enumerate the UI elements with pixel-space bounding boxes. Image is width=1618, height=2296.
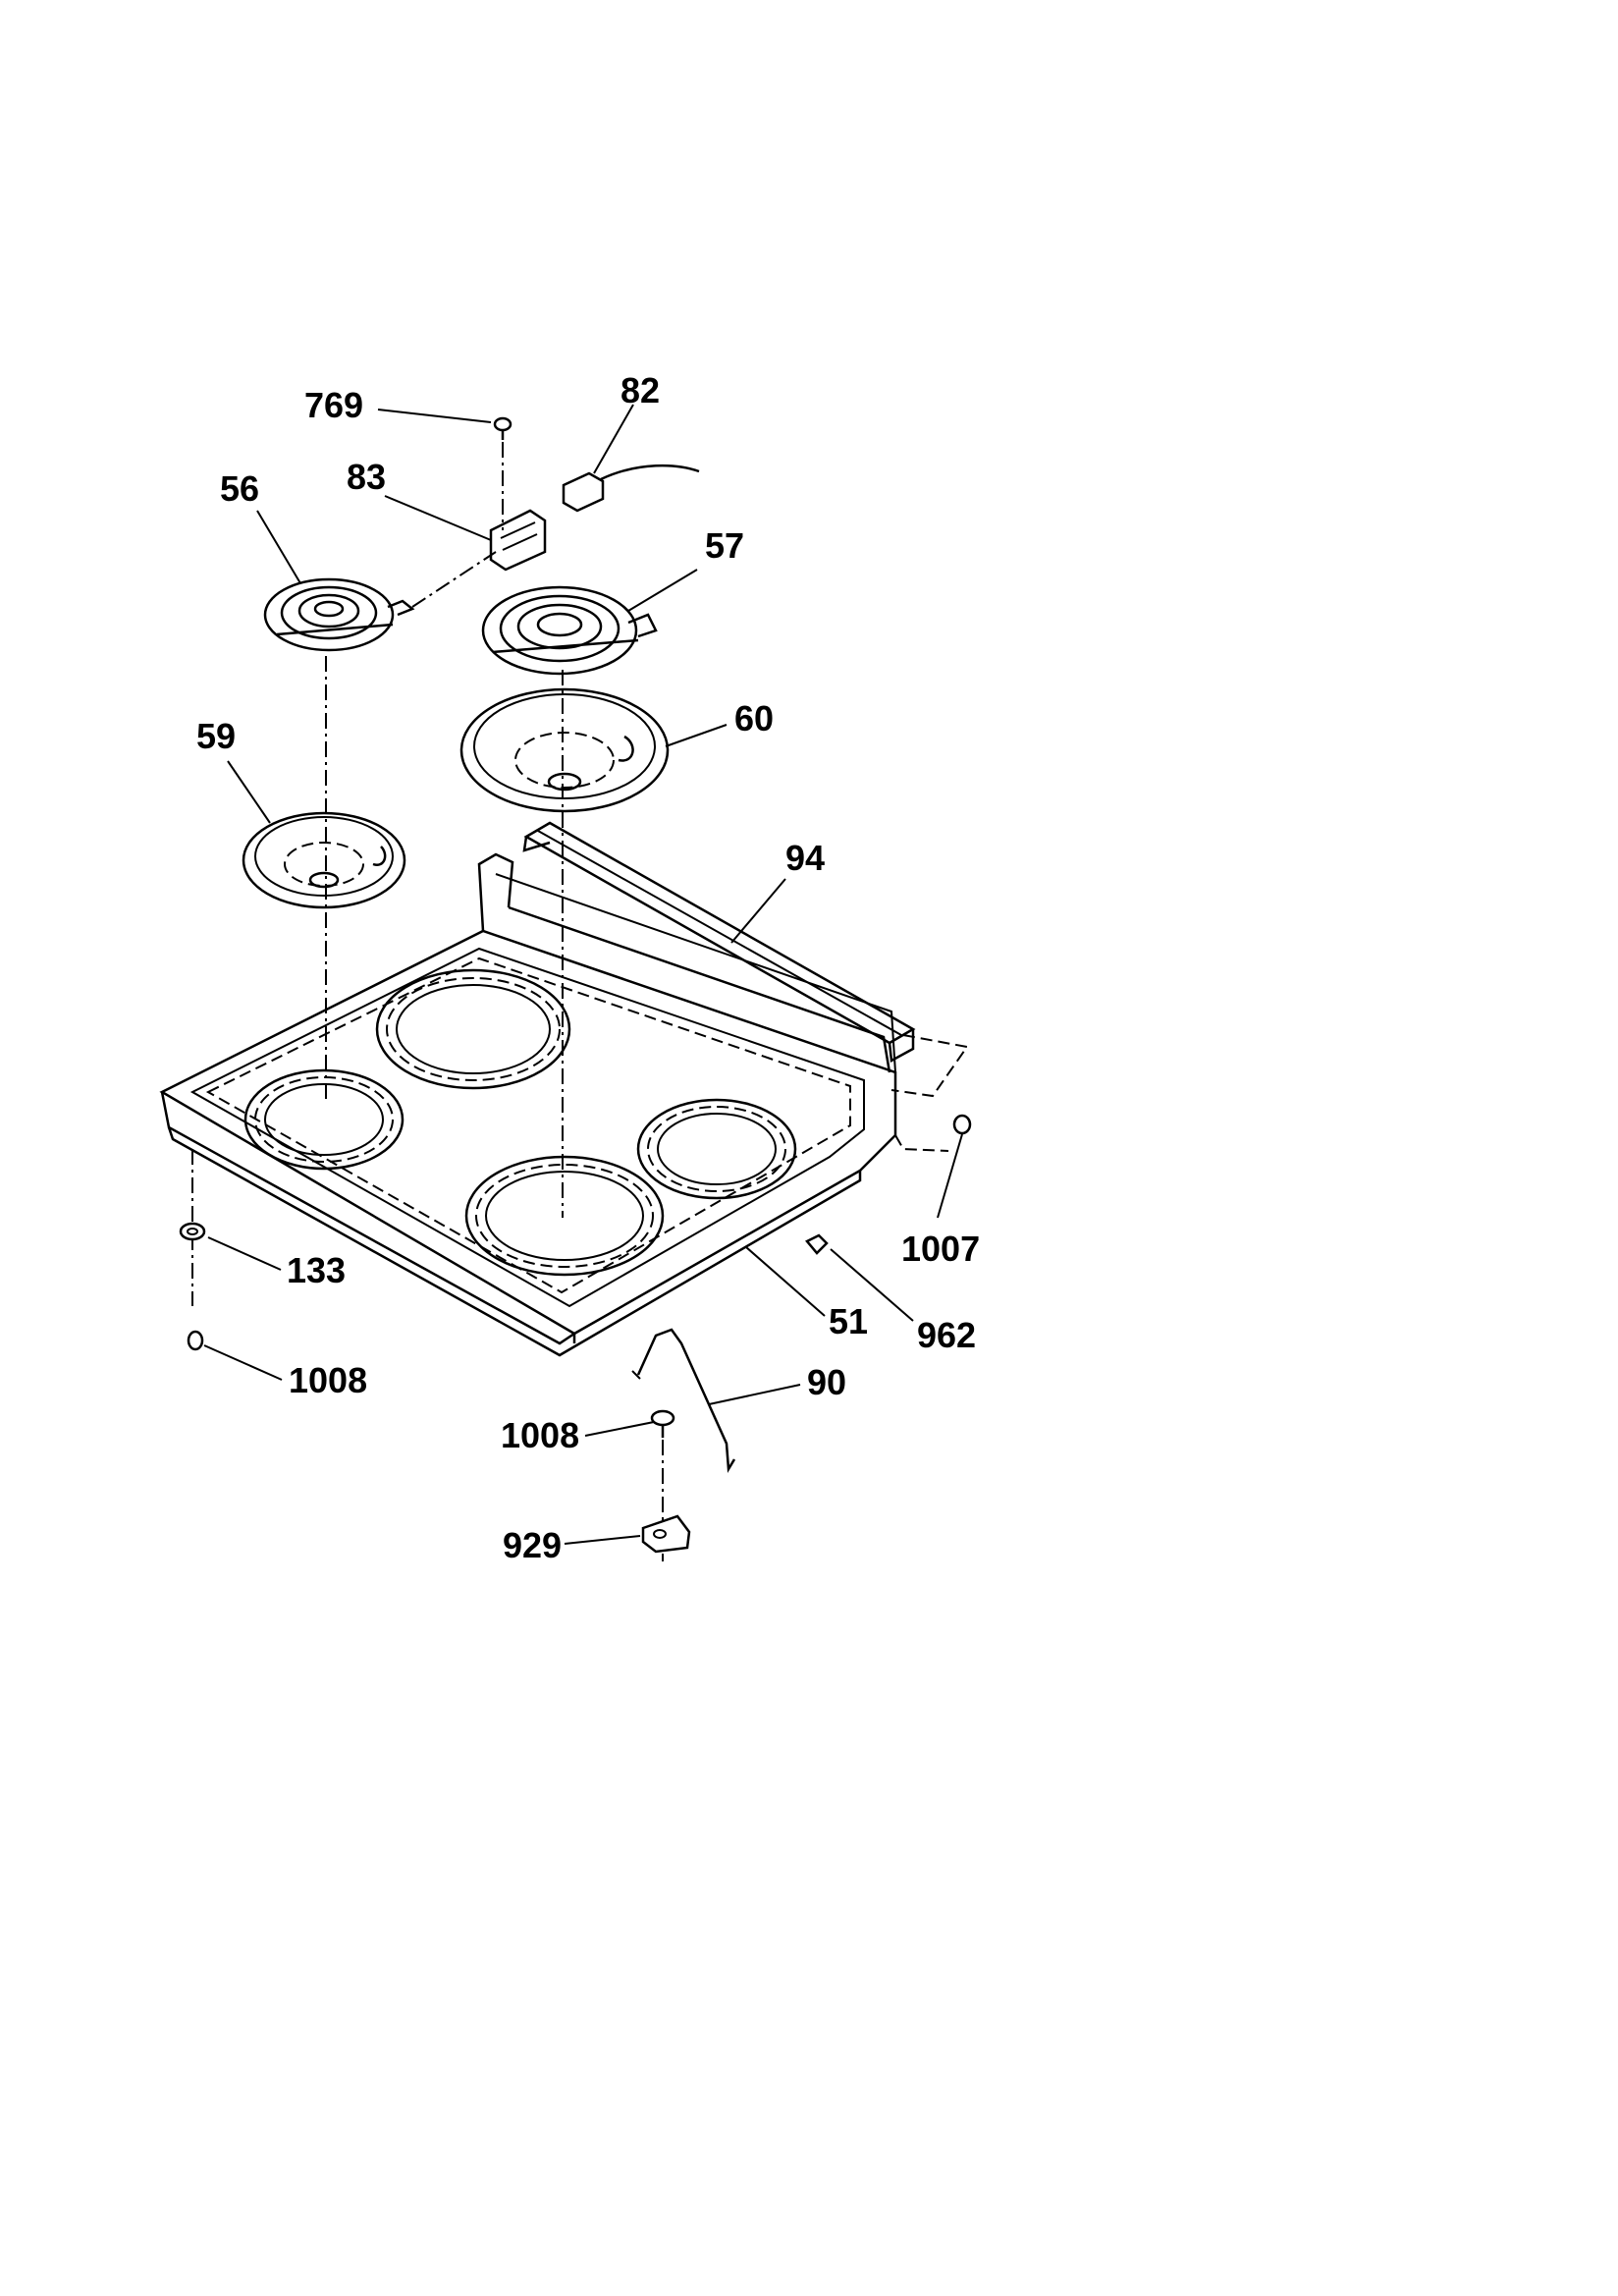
washer-133 [179,1222,206,1241]
label-90: 90 [807,1362,846,1402]
label-1007: 1007 [901,1229,980,1269]
label-769: 769 [304,385,363,425]
label-82: 82 [620,370,660,410]
drip-pan-small [242,811,406,909]
label-51: 51 [829,1301,868,1341]
label-94: 94 [785,838,825,878]
label-1008-bottom: 1008 [501,1415,579,1455]
screw-1008-bottom [650,1409,675,1438]
label-1008-left: 1008 [289,1360,367,1400]
terminal-alignment-line [411,551,497,608]
label-56: 56 [220,468,259,509]
rail-end-lower-outline [894,1134,949,1152]
clip-962 [805,1233,829,1255]
support-rod-90 [631,1328,736,1474]
label-57: 57 [705,525,744,566]
burner-opening-front-left [243,1068,404,1171]
screw-769 [493,416,512,440]
burner-opening-rear-right [636,1098,797,1200]
cooktop-main-top [159,852,897,1357]
burner-opening-rear-left [375,968,571,1090]
rail-end-bracket-outline [890,1034,969,1098]
wire-connector [562,464,700,513]
leader-lines [203,404,963,1545]
bracket-929 [641,1514,691,1554]
burner-opening-front-right [464,1155,665,1277]
label-59: 59 [196,716,236,756]
screw-1007 [952,1114,972,1135]
label-133: 133 [287,1250,346,1290]
surface-unit-large [481,585,658,676]
terminal-block [489,509,547,572]
surface-unit-small [263,577,415,652]
drip-pan-large [459,687,670,813]
label-929: 929 [503,1525,562,1565]
screw-1008-left [187,1330,204,1351]
label-962: 962 [917,1315,976,1355]
rear-rail [522,821,916,1063]
label-60: 60 [734,698,774,738]
label-83: 83 [347,457,386,497]
